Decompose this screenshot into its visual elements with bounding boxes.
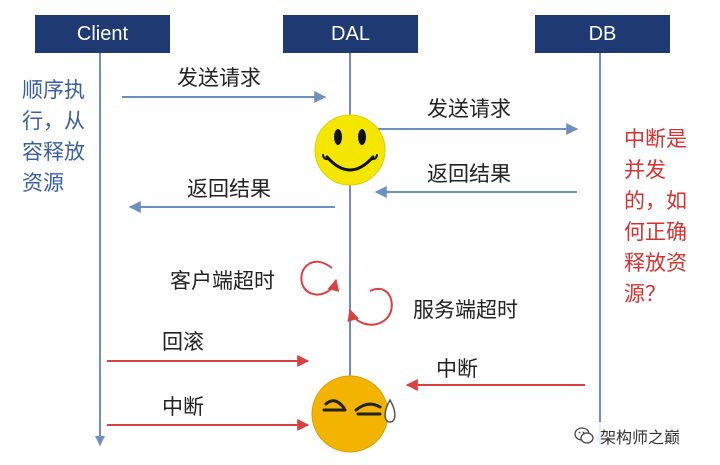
header-db-label: DB — [588, 22, 617, 45]
watermark: 架构师之巅 — [570, 422, 685, 450]
label-interrupt-1: 中断 — [162, 395, 204, 419]
header-client-label: Client — [76, 22, 129, 45]
watermark-text: 架构师之巅 — [600, 428, 681, 447]
label-server-timeout: 服务端超时 — [413, 298, 518, 322]
label-send-request-2: 发送请求 — [427, 97, 511, 121]
label-send-request-1: 发送请求 — [177, 66, 261, 90]
smiley-face-icon — [314, 114, 386, 186]
server-timeout-curl — [347, 288, 393, 326]
sweating-face-icon — [311, 375, 396, 453]
label-return-result-2: 返回结果 — [427, 162, 511, 186]
header-dal: DAL — [283, 15, 418, 53]
header-client: Client — [35, 15, 170, 53]
label-interrupt-2: 中断 — [436, 357, 478, 381]
header-dal-label: DAL — [331, 22, 370, 45]
wechat-icon — [574, 427, 594, 444]
label-client-timeout: 客户端超时 — [170, 269, 275, 293]
client-timeout-curl — [300, 260, 340, 296]
client-side-note: 顺序执行，从容释放资源 — [22, 78, 85, 195]
label-return-result-1: 返回结果 — [187, 177, 271, 201]
db-side-note: 中断是并发的，如何正确释放资源？ — [624, 127, 687, 306]
label-rollback: 回滚 — [162, 330, 204, 354]
header-db: DB — [535, 15, 670, 53]
